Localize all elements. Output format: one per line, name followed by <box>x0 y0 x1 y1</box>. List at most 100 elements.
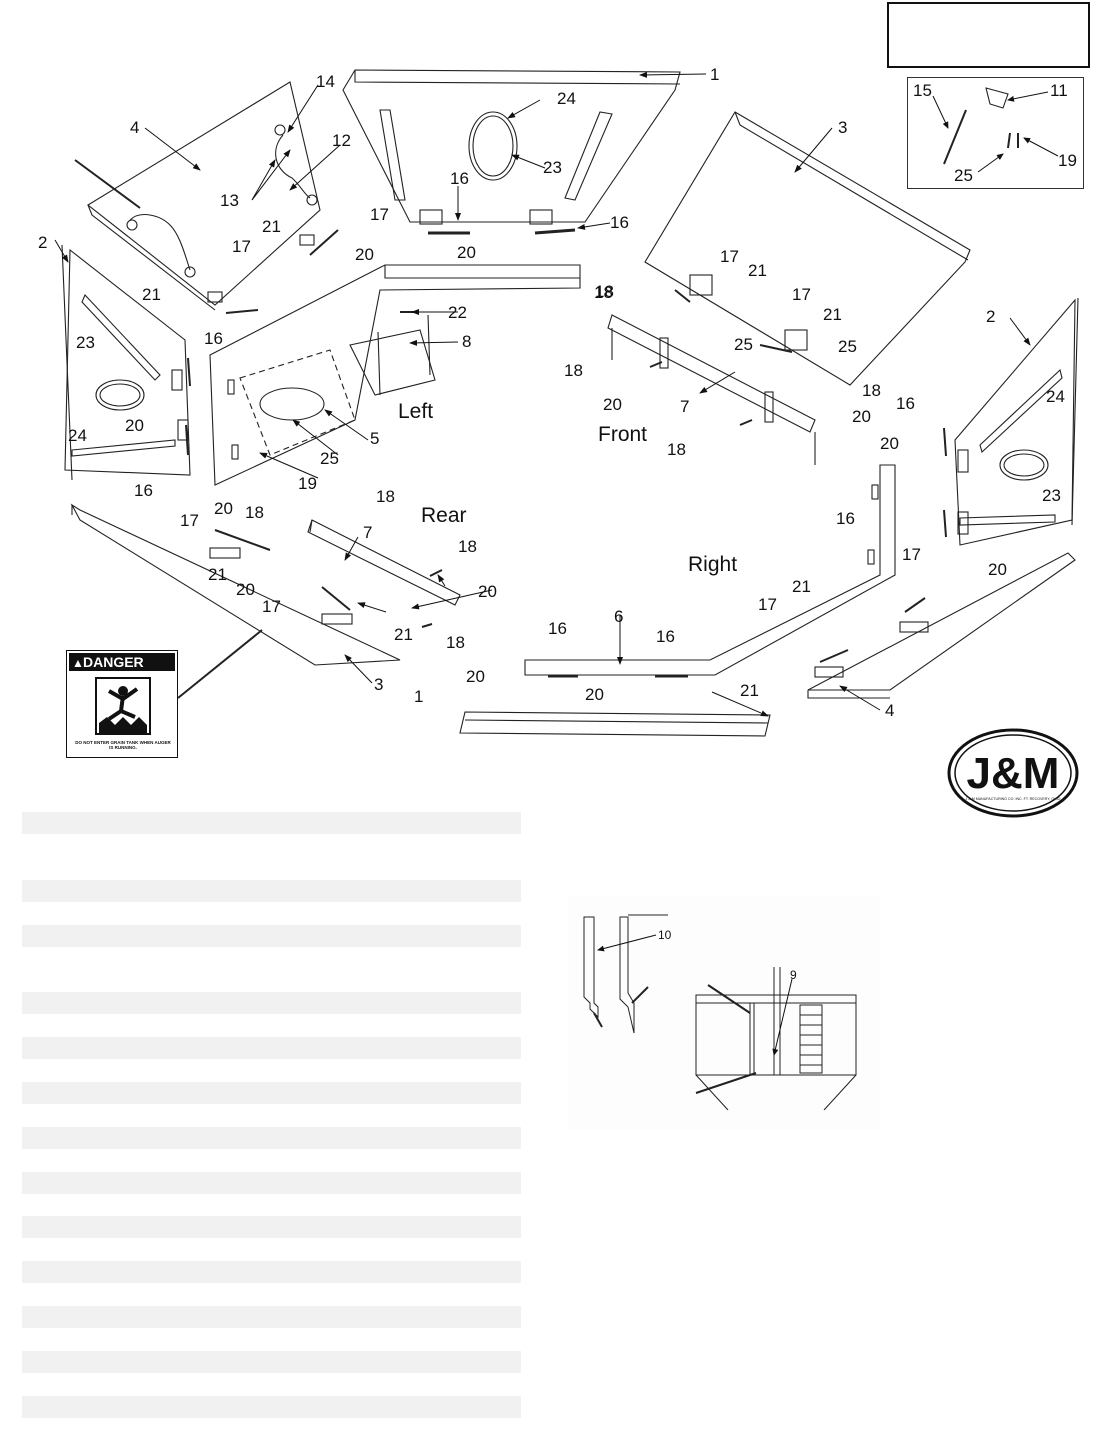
detail-label-9: 9 <box>790 968 797 982</box>
callout-12: 12 <box>332 131 351 150</box>
callout-18: 18 <box>595 282 614 301</box>
bottom-channel <box>459 711 771 737</box>
danger-header: ▲ DANGER <box>69 653 175 671</box>
callout-18-b: 18 <box>245 503 264 522</box>
callout-18-d: 18 <box>458 537 477 556</box>
callout-20: 20 <box>355 245 374 264</box>
callout-17-f: 17 <box>792 285 811 304</box>
logo-fine-print: J & M MANUFACTURING CO. INC. FT. RECOVER… <box>966 797 1061 801</box>
parts-row-bar <box>22 880 521 902</box>
callout-20-c: 20 <box>125 416 144 435</box>
callout-18-c: 18 <box>376 487 395 506</box>
region-label-left: Left <box>398 400 433 423</box>
parts-row-bar <box>22 1172 521 1194</box>
callout-24-c: 24 <box>1046 387 1065 406</box>
region-label-front: Front <box>598 423 647 446</box>
panel-right-lower <box>524 464 896 676</box>
part-8-plate <box>349 329 436 396</box>
callout-25: 25 <box>320 449 339 468</box>
callout-21-f: 21 <box>823 305 842 324</box>
callout-20-f: 20 <box>478 582 497 601</box>
panel-left-end <box>64 248 191 476</box>
callout-21-e: 21 <box>748 261 767 280</box>
detail-drawing: 10 9 <box>568 895 880 1130</box>
parts-row-bar <box>22 925 521 947</box>
inset-label-19: 19 <box>1058 151 1077 170</box>
parts-row-bar <box>22 1216 521 1238</box>
person-in-grain-icon <box>95 677 151 735</box>
callout-8: 8 <box>462 332 471 351</box>
callout-4-top: 4 <box>130 118 139 137</box>
callout-22: 22 <box>448 303 467 322</box>
callout-17: 17 <box>370 205 389 224</box>
callout-18-e: 18 <box>446 633 465 652</box>
callout-24: 24 <box>557 89 576 108</box>
callout-23-b: 23 <box>76 333 95 352</box>
callout-3-top: 3 <box>838 118 847 137</box>
panel-left-upper <box>87 81 321 306</box>
callout-16-g: 16 <box>896 394 915 413</box>
parts-row-bar <box>22 992 521 1014</box>
callout-25-b: 25 <box>734 335 753 354</box>
front-brace <box>607 314 816 433</box>
panel-left-lower <box>70 503 401 666</box>
callout-16-e: 16 <box>548 619 567 638</box>
callout-20-d: 20 <box>214 499 233 518</box>
inset-label-25: 25 <box>954 166 973 185</box>
warning-triangle-icon: ▲ <box>72 656 84 670</box>
exploded-parts-diagram: 1 1 2 2 3 3 4 4 5 6 7 7 8 12 13 14 16 17… <box>38 65 1079 737</box>
title-box <box>887 2 1090 68</box>
callout-1-bottom: 1 <box>414 687 423 706</box>
callout-18-g: 18 <box>564 361 583 380</box>
logo-brand: J&M <box>967 749 1060 798</box>
callout-21-b: 21 <box>142 285 161 304</box>
callout-20-b: 20 <box>457 243 476 262</box>
callout-21-g: 21 <box>792 577 811 596</box>
callout-20-h: 20 <box>585 685 604 704</box>
hardware-inset: 15 11 25 19 <box>907 77 1084 189</box>
callout-23-c: 23 <box>1042 486 1061 505</box>
callout-24-b: 24 <box>68 426 87 445</box>
inset-label-15: 15 <box>913 81 932 100</box>
callout-20-k: 20 <box>880 434 899 453</box>
callout-18-h: 18 <box>862 381 881 400</box>
callout-17-e: 17 <box>720 247 739 266</box>
callout-20-g: 20 <box>466 667 485 686</box>
parts-row-bar <box>22 1037 521 1059</box>
callout-17-h: 17 <box>758 595 777 614</box>
callout-25-c: 25 <box>838 337 857 356</box>
callout-20-j: 20 <box>852 407 871 426</box>
region-label-right: Right <box>688 553 737 576</box>
callout-6: 6 <box>614 607 623 626</box>
callout-17-g: 17 <box>902 545 921 564</box>
panel-right-lower-side <box>807 552 1076 691</box>
callout-16-f: 16 <box>656 627 675 646</box>
callout-21-c: 21 <box>208 565 227 584</box>
parts-row-bar <box>22 1261 521 1283</box>
callout-13: 13 <box>220 191 239 210</box>
callout-23: 23 <box>543 158 562 177</box>
callout-21: 21 <box>262 217 281 236</box>
callout-5: 5 <box>370 429 379 448</box>
callout-14: 14 <box>316 72 335 91</box>
panel-left-inner <box>209 264 581 486</box>
callout-7-front: 7 <box>680 397 689 416</box>
callout-17-b: 17 <box>232 237 251 256</box>
panel-right-upper <box>644 111 971 386</box>
callout-20-i: 20 <box>603 395 622 414</box>
callout-19: 19 <box>298 474 317 493</box>
panel-front-upper <box>342 69 681 223</box>
callout-21-h: 21 <box>740 681 759 700</box>
inset-label-11: 11 <box>1050 81 1068 100</box>
callout-16-h: 16 <box>836 509 855 528</box>
callout-16-c: 16 <box>204 329 223 348</box>
callout-18-i: 18 <box>667 440 686 459</box>
callout-2-right: 2 <box>986 307 995 326</box>
detail-label-10: 10 <box>658 928 672 942</box>
region-label-rear: Rear <box>421 504 467 527</box>
callout-16-b: 16 <box>610 213 629 232</box>
callout-4-bottom: 4 <box>885 701 894 720</box>
callout-17-c: 17 <box>180 511 199 530</box>
parts-row-bar <box>22 1351 521 1373</box>
rear-brace <box>307 519 461 606</box>
